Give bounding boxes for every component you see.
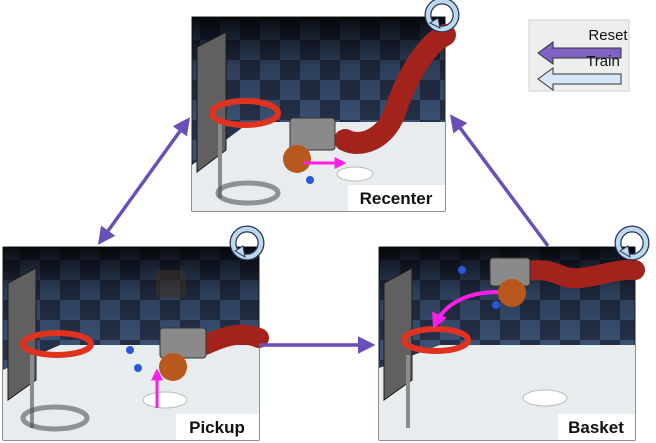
- legend-label-train: Train: [586, 53, 620, 70]
- robot-arm: [195, 324, 269, 355]
- reset-arrow-icon: [537, 41, 622, 65]
- flow-arrow-basket-recenter: [449, 114, 550, 248]
- gripper: [159, 327, 207, 359]
- loop-arrow-icon: [424, 0, 460, 33]
- ball: [159, 353, 187, 381]
- ball: [283, 145, 311, 173]
- panel-label-basket: Basket: [568, 418, 624, 437]
- panel-pickup: Pickup: [2, 246, 269, 441]
- gripper: [289, 117, 336, 151]
- label-box-pickup: [176, 414, 259, 440]
- panel-recenter: Recenter: [191, 16, 456, 212]
- motion-arrow: [432, 290, 499, 330]
- hoop-backboard: [7, 267, 37, 401]
- label-box-basket: [558, 414, 635, 440]
- label-box-recenter: [348, 185, 445, 211]
- panel-label-pickup: Pickup: [189, 418, 245, 437]
- flow-arrow-pickup-recenter: [97, 117, 191, 245]
- hoop-ring: [20, 330, 94, 358]
- panel-label-recenter: Recenter: [360, 189, 433, 208]
- train-arrow-icon: [537, 67, 622, 91]
- ball: [498, 279, 526, 307]
- legend: Reset Train: [528, 19, 630, 92]
- hoop-ring: [209, 98, 281, 128]
- robot-arm: [510, 259, 645, 289]
- hoop-backboard: [383, 267, 413, 401]
- legend-label-reset: Reset: [588, 27, 628, 44]
- loop-arrow-icon: [229, 225, 265, 261]
- panel-basket: Basket: [378, 246, 645, 441]
- robot-arm: [334, 24, 456, 154]
- loop-arrow-icon: [614, 225, 650, 261]
